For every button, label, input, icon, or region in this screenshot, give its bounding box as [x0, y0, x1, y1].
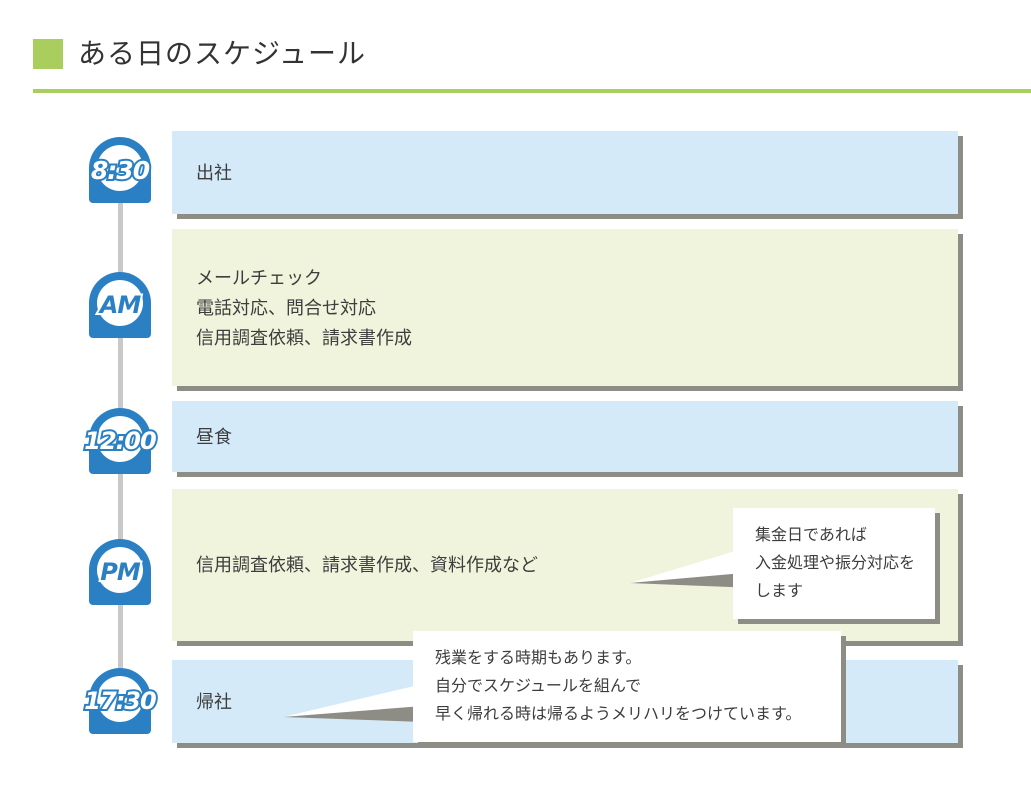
schedule-row-0830: 出社 — [172, 131, 958, 214]
pm-callout-tail — [630, 545, 755, 588]
time-badge-label: AM — [98, 289, 143, 321]
title-divider-rule — [33, 89, 1031, 93]
clock-disc-icon — [97, 280, 143, 326]
evening-callout: 残業をする時期もあります。 自分でスケジュールを組んで 早く帰れる時は帰るようメ… — [413, 631, 841, 742]
pm-callout-text: 集金日であれば 入金処理や振分対応を します — [755, 527, 916, 600]
time-badge-label: 8:30 — [89, 154, 152, 187]
clock-disc-icon — [97, 547, 143, 593]
evening-callout-text: 残業をする時期もあります。 自分でスケジュールを組んで 早く帰れる時は帰るようメ… — [435, 650, 802, 723]
time-badge-1730: 17:30 — [82, 668, 159, 734]
time-badge-label: PM — [98, 556, 142, 588]
page-title: ある日のスケジュール — [78, 38, 367, 69]
clock-disc-icon — [97, 145, 143, 191]
schedule-row-text: 信用調査依頼、請求書作成、資料作成など — [196, 555, 538, 575]
time-badge-1200: 12:00 — [82, 408, 159, 474]
time-badge-0830: 8:30 — [89, 137, 152, 203]
pm-callout: 集金日であれば 入金処理や振分対応を します — [733, 508, 935, 619]
time-badge-label: 12:00 — [82, 425, 158, 457]
clock-disc-icon — [97, 676, 143, 722]
time-badge-label: 17:30 — [82, 685, 158, 717]
title-bullet-square — [33, 39, 63, 69]
schedule-row-text: 出社 — [196, 162, 232, 183]
schedule-row-text: 昼食 — [196, 426, 232, 447]
evening-callout-tail — [283, 684, 423, 722]
schedule-row-am: メールチェック 電話対応、問合せ対応 信用調査依頼、請求書作成 — [172, 229, 958, 386]
schedule-row-text: 帰社 — [196, 691, 232, 712]
clock-disc-icon — [97, 416, 143, 462]
schedule-row-text: メールチェック 電話対応、問合せ対応 信用調査依頼、請求書作成 — [196, 267, 412, 348]
time-badge-am: AM — [89, 272, 151, 338]
schedule-row-1200: 昼食 — [172, 401, 958, 472]
page-header: ある日のスケジュール — [0, 0, 1031, 100]
time-badge-pm: PM — [89, 539, 151, 605]
